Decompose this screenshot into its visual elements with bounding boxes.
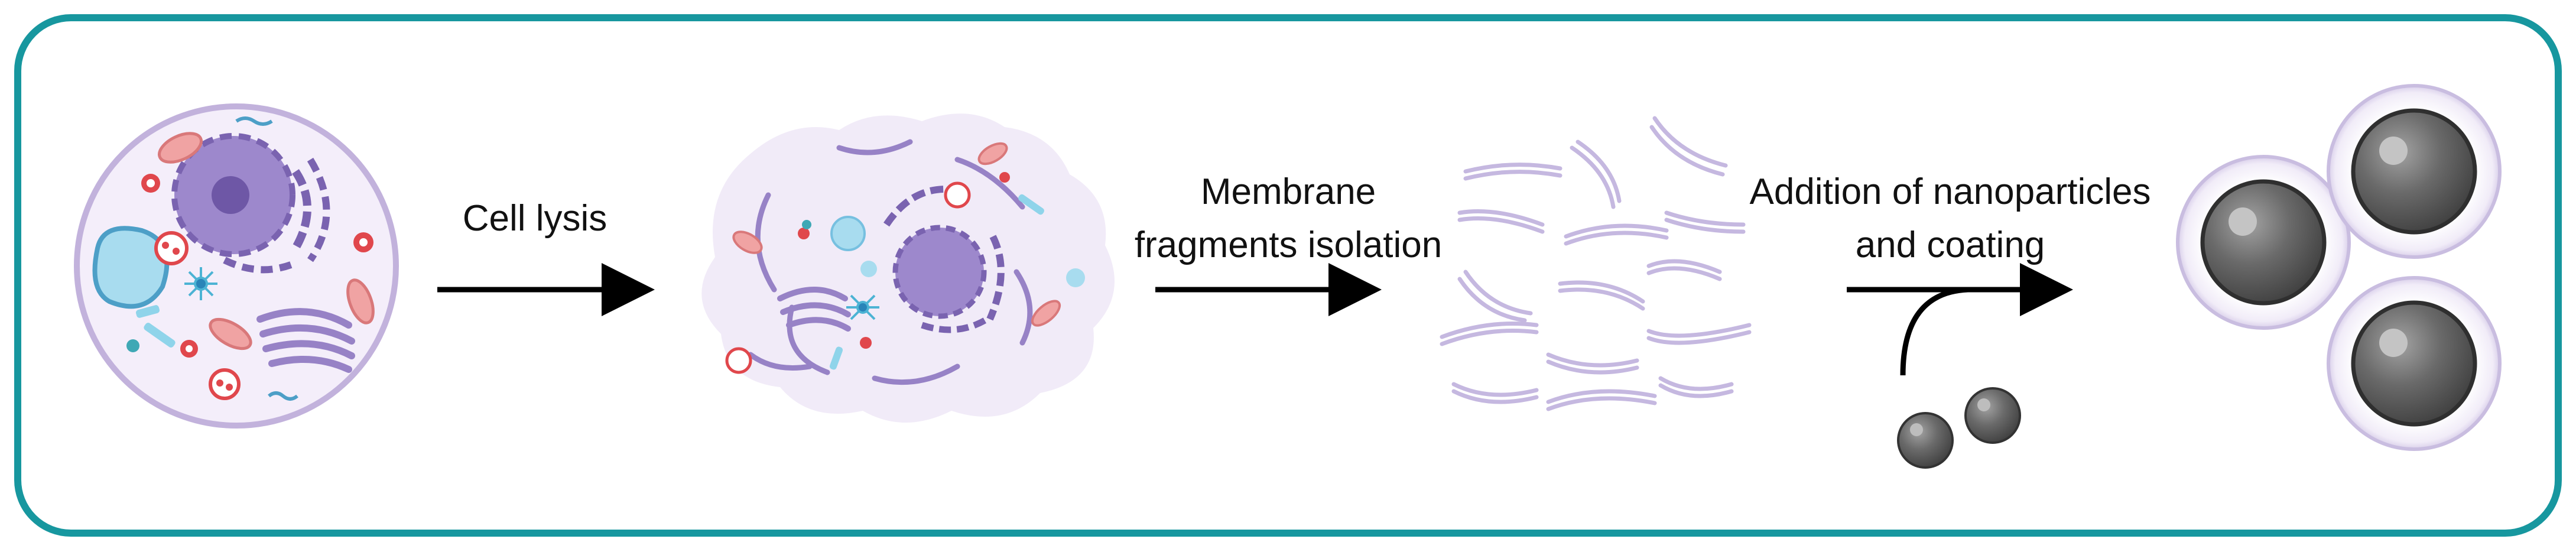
step-label-line: Addition of nanoparticles	[1749, 171, 2151, 212]
step-label-membrane-isolation: Membrane fragments isolation	[1123, 165, 1454, 272]
diagram-frame	[14, 14, 2562, 537]
lysed-nucleus-icon	[895, 228, 984, 316]
step-label-line: fragments isolation	[1134, 225, 1443, 265]
whole-cell-icon	[74, 103, 399, 429]
step-label-line: and coating	[1855, 225, 2045, 265]
feed-curve	[1900, 287, 1968, 376]
membrane-fragments-icon	[1440, 116, 1752, 411]
vacuole-icon	[92, 226, 170, 309]
lysed-cell-icon	[701, 113, 1115, 423]
nanoparticles-icon	[1897, 387, 2021, 469]
golgi-icon	[256, 308, 355, 373]
centrosome-icon	[184, 267, 217, 300]
step-label-cell-lysis: Cell lysis	[437, 192, 632, 245]
step-label-nanoparticle-coating: Addition of nanoparticles and coating	[1714, 165, 2187, 272]
nucleus-icon	[171, 133, 330, 274]
step-label-line: Cell lysis	[462, 198, 608, 239]
coated-nanoparticles-icon	[2176, 84, 2502, 451]
step-label-line: Membrane	[1200, 171, 1376, 212]
